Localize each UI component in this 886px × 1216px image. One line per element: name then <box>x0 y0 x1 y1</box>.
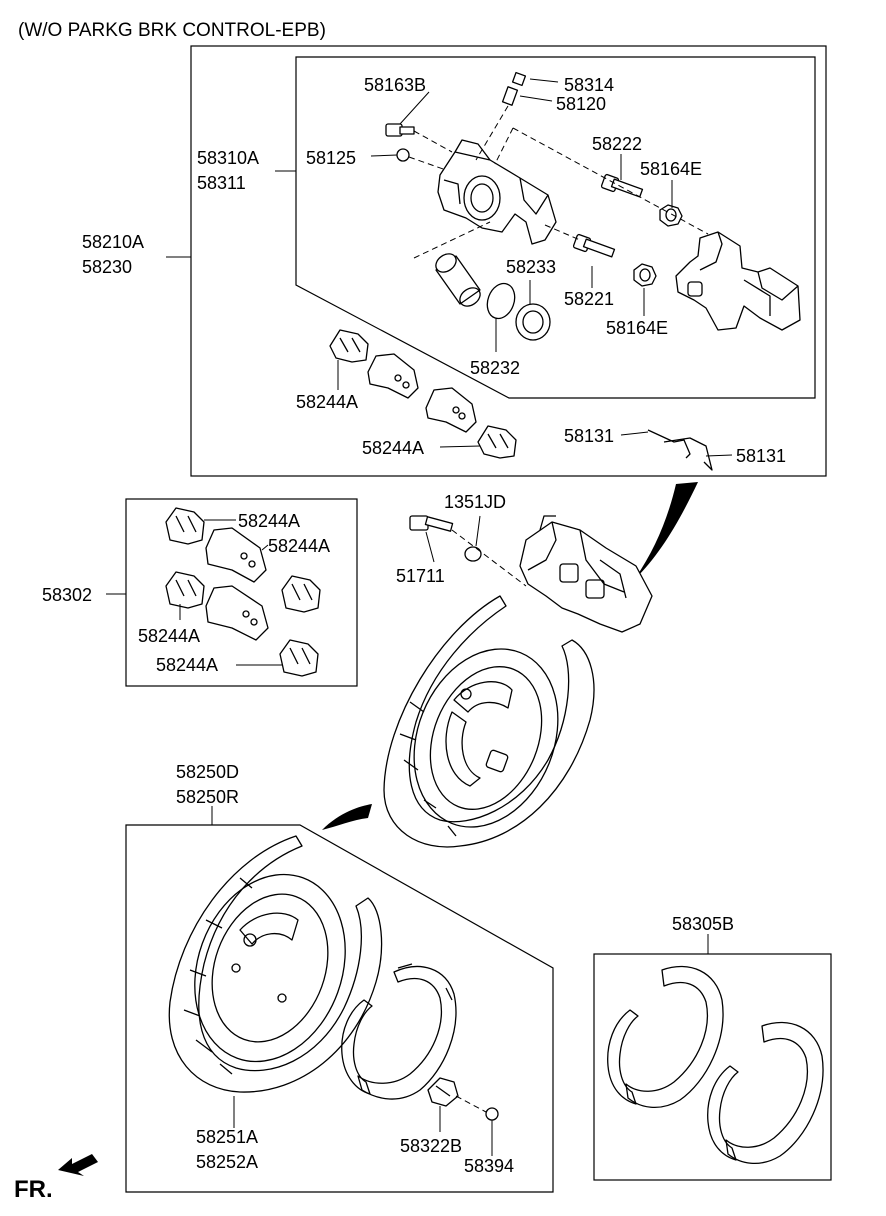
brake-pad-outer <box>367 353 419 399</box>
bleeder-screw <box>501 71 527 106</box>
label-58250R: 58250R <box>176 787 239 807</box>
label-58131-left: 58131 <box>564 426 614 446</box>
backing-plate <box>168 835 383 1093</box>
shoe-kit-frame <box>593 953 832 1181</box>
label-58251A: 58251A <box>196 1127 258 1147</box>
label-51711: 51711 <box>396 566 445 586</box>
label-58244A-kit-1: 58244A <box>238 511 300 531</box>
caliper-carrier <box>675 231 801 331</box>
washer-1351JD <box>464 546 482 562</box>
shoe-kit-shoe-2 <box>707 1021 824 1164</box>
guide-pin-upper <box>600 173 644 198</box>
pad-shim-lower <box>477 425 517 459</box>
dust-boot <box>515 303 551 341</box>
pad-kit-shim-2 <box>281 575 321 613</box>
label-58244A-upper: 58244A <box>296 392 358 412</box>
label-58252A: 58252A <box>196 1152 258 1172</box>
label-58222: 58222 <box>592 134 642 154</box>
label-58244A-kit-3: 58244A <box>138 626 200 646</box>
caliper-body-frame <box>295 56 816 399</box>
pad-kit-pad-2 <box>205 585 269 641</box>
label-58232: 58232 <box>470 358 520 378</box>
label-58221: 58221 <box>564 289 614 309</box>
piston <box>435 253 481 307</box>
anti-rattle-spring-1 <box>647 429 691 459</box>
label-58233: 58233 <box>506 257 556 277</box>
parking-brake-shoe <box>341 963 457 1100</box>
bolt-51711 <box>409 515 454 532</box>
arrow-left-down-icon <box>58 1154 98 1176</box>
callout-arrow-caliper <box>634 482 698 580</box>
guide-bolt <box>385 123 415 137</box>
label-58394: 58394 <box>464 1156 514 1176</box>
label-58322B: 58322B <box>400 1136 462 1156</box>
callout-arrow-backing-plate <box>322 804 372 830</box>
label-58302: 58302 <box>42 585 92 605</box>
pin-boot-upper <box>659 204 683 227</box>
piston-seal <box>486 282 516 320</box>
pad-kit-shim-3 <box>165 571 205 609</box>
label-58164E-upper: 58164E <box>640 159 702 179</box>
washer <box>396 148 410 162</box>
pad-kit-frame <box>125 498 358 687</box>
hold-down-pin <box>485 1107 499 1128</box>
pad-kit-shim-4 <box>279 639 319 677</box>
label-58125: 58125 <box>306 148 356 168</box>
label-58163B: 58163B <box>364 75 426 95</box>
label-58244A-kit-4: 58244A <box>156 655 218 675</box>
front-direction-label: FR. <box>14 1176 53 1203</box>
label-58164E-lower: 58164E <box>606 318 668 338</box>
anti-rattle-spring-2 <box>663 437 713 471</box>
guide-pin-lower <box>572 233 616 258</box>
label-58131-right: 58131 <box>736 446 786 466</box>
pad-shim-upper <box>329 329 369 363</box>
label-58244A-kit-2: 58244A <box>268 536 330 556</box>
pad-kit-shim-1 <box>165 507 205 545</box>
label-58311: 58311 <box>197 173 246 193</box>
label-58314: 58314 <box>564 75 614 95</box>
diagram-title: (W/O PARKG BRK CONTROL-EPB) <box>18 20 326 41</box>
label-58230: 58230 <box>82 257 132 277</box>
backing-plate-frame <box>125 824 554 1193</box>
caliper-assembly <box>519 515 653 633</box>
label-1351JD: 1351JD <box>444 492 506 512</box>
pin-boot-lower <box>633 263 657 287</box>
shoe-adjuster <box>427 1077 459 1107</box>
label-58310A: 58310A <box>197 148 259 168</box>
caliper-assembly-frame <box>190 45 827 477</box>
backing-plate-assembly <box>383 595 595 848</box>
label-58250D: 58250D <box>176 762 239 782</box>
caliper-housing <box>437 139 557 245</box>
label-58305B: 58305B <box>672 914 734 934</box>
label-58120: 58120 <box>556 94 606 114</box>
shoe-kit-shoe-1 <box>607 965 724 1108</box>
label-58244A-lower: 58244A <box>362 438 424 458</box>
brake-pad-inner <box>425 387 477 433</box>
label-58210A: 58210A <box>82 232 144 252</box>
pad-kit-pad-1 <box>205 527 267 583</box>
